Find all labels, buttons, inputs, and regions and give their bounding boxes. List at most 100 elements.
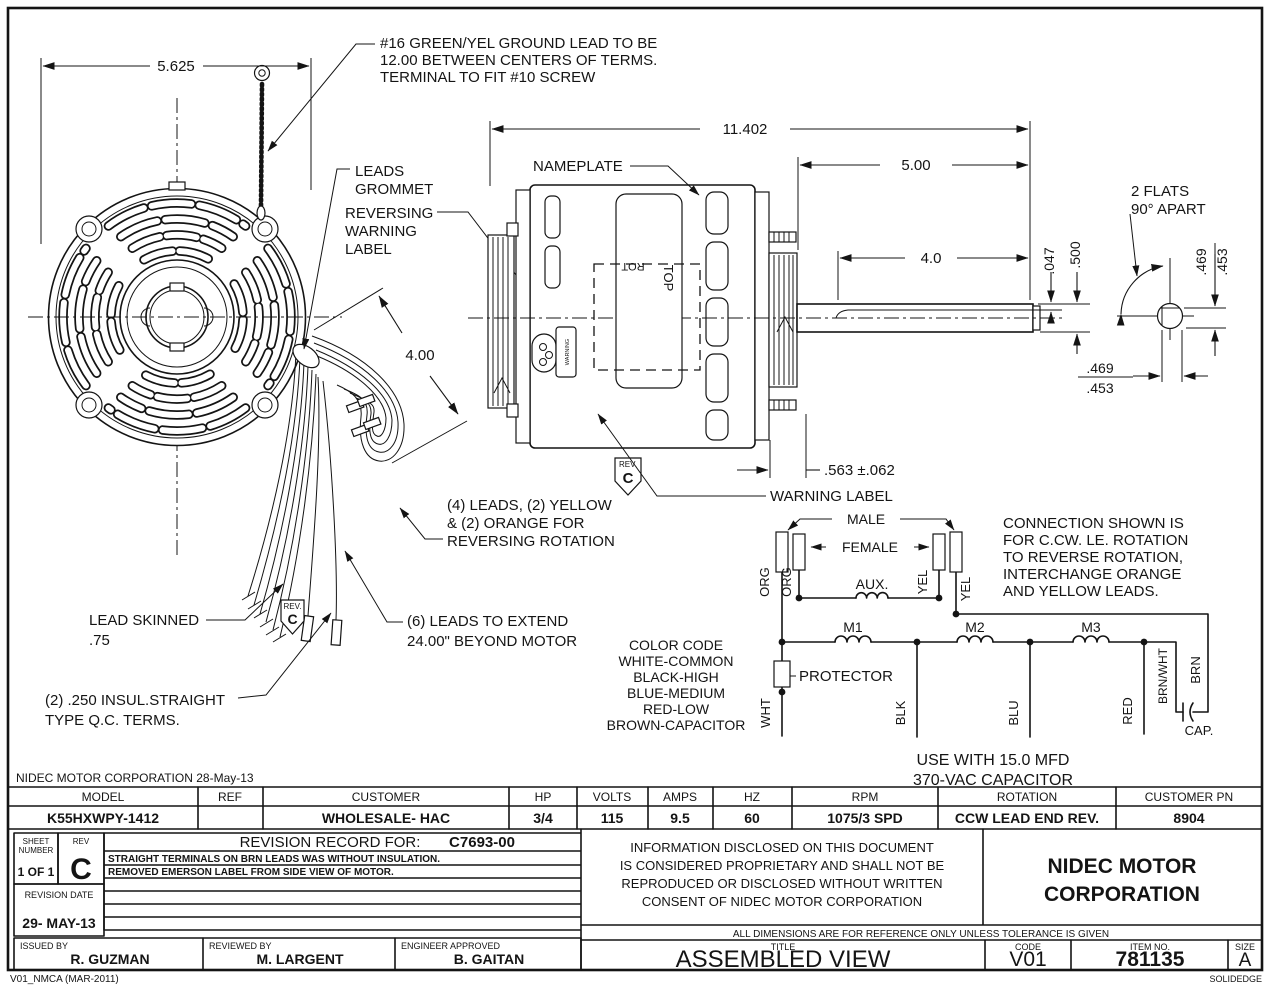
connection-line4: INTERCHANGE ORANGE: [1003, 566, 1181, 583]
sheet-label-line1: SHEET: [23, 837, 50, 846]
value-hz: 60: [744, 810, 760, 826]
proprietary-line3: REPRODUCED OR DISCLOSED WITHOUT WRITTEN: [621, 876, 942, 891]
color-code-note: COLOR CODE WHITE-COMMON BLACK-HIGH BLUE-…: [607, 637, 746, 733]
callout-warning-label: WARNING LABEL: [597, 413, 893, 505]
callout-six-leads: (6) LEADS TO EXTEND 24.00" BEYOND MOTOR: [344, 550, 577, 650]
header-ref: REF: [218, 790, 242, 804]
issued-value: R. GUZMAN: [70, 951, 149, 967]
lead-skinned-line2: .75: [89, 632, 110, 649]
left-ring-mount: [487, 222, 519, 418]
qc-terminal-leads: [300, 376, 343, 646]
female-label: FEMALE: [842, 539, 898, 555]
wiring-schematic: MALE FEMALE ORG ORG YEL YEL AUX. M1 M2 M…: [607, 511, 1214, 789]
title-value: ASSEMBLED VIEW: [676, 946, 891, 973]
vent-slots: [58, 198, 296, 436]
size-value: A: [1239, 950, 1252, 971]
revision-record: REVISION RECORD FOR: C7693-00 STRAIGHT T…: [108, 834, 515, 878]
side-view-motor: ROT TOP WARNING: [468, 184, 1062, 449]
revision-title: REVISION RECORD FOR:: [240, 834, 421, 851]
sheet-rev-cells: SHEET NUMBER 1 OF 1 REV C: [18, 837, 92, 886]
ground-note-line3: TERMINAL TO FIT #10 SCREW: [380, 69, 596, 86]
dim-flat-depth-dia: .047 .500: [1033, 241, 1090, 354]
qc-terms-line1: (2) .250 INSUL.STRAIGHT: [45, 692, 225, 709]
header-hz: HZ: [744, 790, 760, 804]
callout-lead-skinned: LEAD SKINNED .75: [89, 583, 284, 649]
rev-shield2-value: C: [623, 470, 634, 487]
shaft-end-detail: 2 FLATS 90° APART .469 .453 .469 .453: [1078, 183, 1230, 396]
title-label: TITLE: [771, 942, 796, 952]
code-label: CODE: [1015, 942, 1041, 952]
schematic-terminals: [773, 531, 963, 688]
rev-cell-label: REV: [73, 837, 90, 846]
warning-small-text: WARNING: [565, 339, 571, 365]
signature-row: ISSUED BY R. GUZMAN REVIEWED BY M. LARGE…: [20, 941, 524, 967]
value-amps: 9.5: [670, 810, 690, 826]
lead-skinned-line1: LEAD SKINNED: [89, 612, 199, 629]
revision-code: C7693-00: [449, 834, 515, 851]
title-block: MODEL REF CUSTOMER HP VOLTS AMPS HZ RPM …: [7, 786, 1263, 973]
six-leads-line2: 24.00" BEYOND MOTOR: [407, 633, 577, 650]
dim-shaft-ext: 5.00: [797, 157, 1029, 250]
dim-flat-length: 4.0: [837, 250, 1029, 300]
header-rpm: RPM: [852, 790, 879, 804]
nameplate-text: NAMEPLATE: [533, 158, 623, 175]
warning-label-outline: [593, 263, 701, 371]
rot-marking-text: ROT: [621, 260, 645, 272]
value-rpm: 1075/3 SPD: [827, 810, 903, 826]
leads-grommet-line2: GROMMET: [355, 181, 433, 198]
footer-template-id: V01_NMCA (MAR-2011): [10, 974, 119, 985]
connection-line3: TO REVERSE ROTATION,: [1003, 549, 1183, 566]
sheet-label-line2: NUMBER: [19, 846, 54, 855]
callout-nameplate: NAMEPLATE: [533, 158, 700, 196]
drawing-border: [6, 6, 1264, 972]
ground-note-line2: 12.00 BETWEEN CENTERS OF TERMS.: [380, 52, 657, 69]
company-line2: CORPORATION: [1044, 883, 1200, 906]
nameplate-outline: [615, 193, 683, 389]
dim-overall: 11.402: [489, 121, 1031, 300]
reviewed-label: REVIEWED BY: [209, 941, 272, 951]
dim-shaft-dia-value: .500: [1067, 241, 1083, 268]
male-label: MALE: [847, 511, 885, 527]
company-line1: NIDEC MOTOR: [1048, 855, 1197, 878]
top-marking-text: TOP: [661, 265, 676, 292]
dim-stud-value: .563 ±.062: [824, 462, 895, 479]
header-customer: CUSTOMER: [352, 790, 421, 804]
shaft-flat: [835, 309, 1033, 319]
spec-table-values: K55HXWPY-1412 WHOLESALE- HAC 3/4 115 9.5…: [47, 810, 1205, 826]
dim-stud: .563 ±.062: [737, 414, 895, 479]
color-code-line5: RED-LOW: [643, 701, 710, 717]
connection-note: CONNECTION SHOWN IS FOR C.CW. LE. ROTATI…: [1003, 515, 1188, 600]
proprietary-line4: CONSENT OF NIDEC MOTOR CORPORATION: [642, 894, 922, 909]
dim-loop-value: 4.00: [405, 347, 434, 364]
red-label: RED: [1120, 697, 1135, 724]
detail-flat-hi-v: .469: [1193, 248, 1209, 275]
color-code-line6: BROWN-CAPACITOR: [607, 717, 746, 733]
yel-label-1: YEL: [915, 570, 930, 595]
footer-cad-id: SOLIDEDGE: [1209, 974, 1262, 984]
spec-table-headers: MODEL REF CUSTOMER HP VOLTS AMPS HZ RPM …: [82, 790, 1234, 804]
rev-shield-label: REV.: [284, 602, 302, 611]
rev-shield-value: C: [287, 611, 297, 627]
qc-terms-line2: TYPE Q.C. TERMS.: [45, 712, 180, 729]
capacitor-note: USE WITH 15.0 MFD 370-VAC CAPACITOR: [913, 752, 1073, 789]
dim-loop: 4.00: [313, 287, 468, 464]
connection-line1: CONNECTION SHOWN IS: [1003, 515, 1184, 532]
revision-date-label: REVISION DATE: [25, 890, 94, 900]
dim-shaft-ext-value: 5.00: [901, 157, 930, 174]
detail-flat-lo-h: .453: [1086, 380, 1113, 396]
reversing-line1: REVERSING: [345, 205, 433, 222]
dim-flange: 5.625: [40, 58, 312, 244]
color-code-line4: BLUE-MEDIUM: [627, 685, 725, 701]
rev-shield2-label: REV.: [619, 460, 637, 469]
blk-label: BLK: [893, 700, 908, 725]
revision-row2: REMOVED EMERSON LABEL FROM SIDE VIEW OF …: [108, 867, 394, 878]
color-code-line1: COLOR CODE: [629, 637, 723, 653]
connection-line2: FOR C.CW. LE. ROTATION: [1003, 532, 1188, 549]
callout-qc-terms: (2) .250 INSUL.STRAIGHT TYPE Q.C. TERMS.: [45, 612, 332, 729]
reversing-lead-loop: [311, 335, 405, 462]
org-label-2: ORG: [779, 567, 794, 597]
reversing-line2: WARNING: [345, 223, 417, 240]
dim-flat-length-value: 4.0: [921, 250, 942, 267]
dim-flange-value: 5.625: [157, 58, 195, 75]
